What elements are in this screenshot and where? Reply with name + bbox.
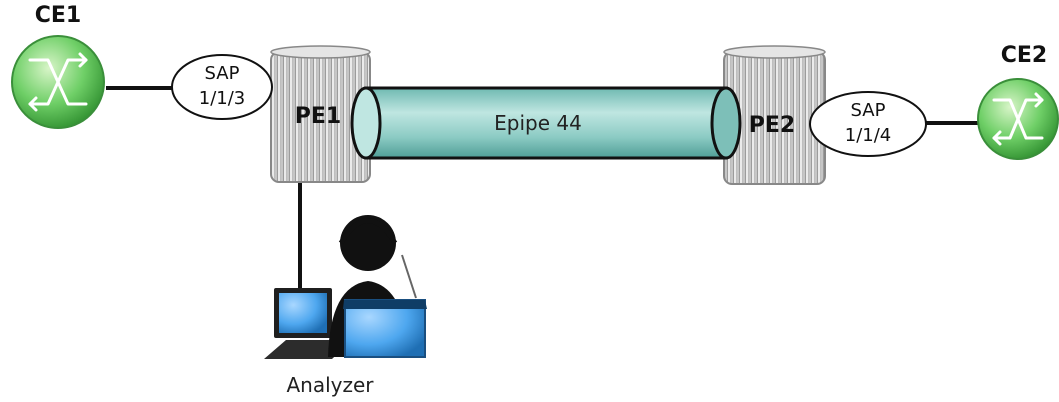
ce1-label: CE1	[35, 3, 81, 28]
pe2-node: PE2	[723, 45, 826, 185]
sap2-line2: 1/1/4	[845, 125, 892, 146]
sap1-line2: 1/1/3	[199, 88, 246, 109]
sap1-line1: SAP	[205, 63, 240, 84]
ce2-node: CE2	[977, 43, 1059, 160]
ce1-node: CE1	[11, 3, 105, 129]
service-label: Epipe 44	[494, 111, 582, 135]
sap1: SAP 1/1/3	[171, 54, 273, 120]
sap2-line1: SAP	[851, 100, 886, 121]
pe2-label: PE2	[749, 113, 795, 138]
ce2-label: CE2	[1001, 43, 1047, 68]
pe1-node: PE1	[270, 45, 371, 183]
epipe-tunnel: Epipe 44	[350, 86, 742, 160]
sap2: SAP 1/1/4	[809, 91, 927, 157]
analyzer-node: Analyzer	[264, 215, 427, 397]
analyzer-label: Analyzer	[286, 373, 374, 397]
pe1-label: PE1	[295, 104, 341, 129]
analyzer-person-icon	[264, 215, 427, 359]
